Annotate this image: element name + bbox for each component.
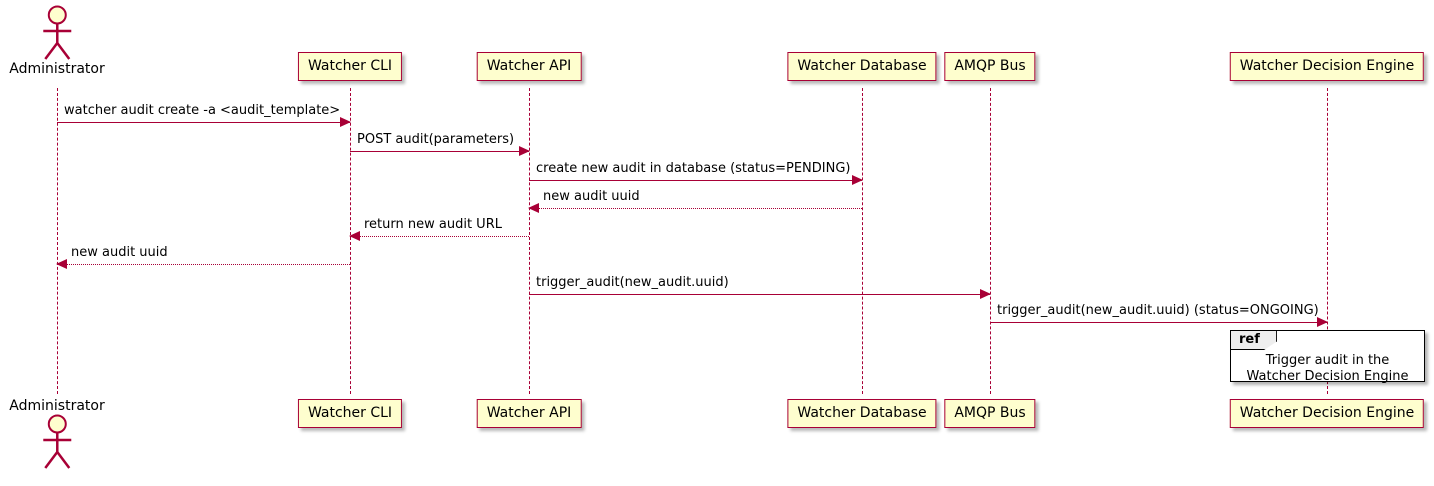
ref-fragment-text: Trigger audit in the Watcher Decision En… — [1231, 353, 1424, 385]
participant-watcher-decision-engine-bottom[interactable]: Watcher Decision Engine — [1229, 399, 1425, 428]
msg-return-new-audit-url-arrowhead-icon — [349, 231, 360, 241]
msg-trigger-audit-bus-label: trigger_audit(new_audit.uuid) — [536, 275, 729, 290]
participant-watcher-database-top[interactable]: Watcher Database — [787, 52, 937, 81]
lifeline-watcher-api — [529, 88, 530, 394]
actor-label-administrator-bottom: Administrator — [9, 398, 105, 414]
msg-create-new-audit-arrowhead-icon — [852, 175, 863, 185]
msg-trigger-audit-engine-line — [990, 322, 1327, 323]
msg-watcher-audit-create-label: watcher audit create -a <audit_template> — [64, 103, 341, 118]
actor-figure-icon — [43, 414, 71, 469]
ref-fragment-line-1: Trigger audit in the — [1265, 353, 1390, 368]
msg-create-new-audit-label: create new audit in database (status=PEN… — [536, 161, 851, 176]
lifeline-watcher-cli — [350, 88, 351, 394]
actor-administrator-bottom[interactable]: Administrator — [9, 398, 105, 470]
actor-figure-icon — [43, 5, 71, 60]
actor-administrator-top[interactable]: Administrator — [9, 5, 105, 77]
participant-amqp-bus-bottom[interactable]: AMQP Bus — [944, 399, 1036, 428]
participant-amqp-bus-top[interactable]: AMQP Bus — [944, 52, 1036, 81]
msg-new-audit-uuid-admin-label: new audit uuid — [71, 245, 168, 260]
msg-trigger-audit-engine-label: trigger_audit(new_audit.uuid) (status=ON… — [997, 303, 1319, 318]
msg-trigger-audit-engine-arrowhead-icon — [1317, 317, 1328, 327]
lifeline-amqp-bus — [990, 88, 991, 394]
participant-watcher-cli-bottom[interactable]: Watcher CLI — [297, 399, 403, 428]
ref-fragment-tab-label: ref — [1231, 331, 1277, 350]
lifeline-watcher-decision-engine — [1327, 88, 1328, 394]
ref-fragment: ref Trigger audit in the Watcher Decisio… — [1230, 330, 1425, 385]
msg-new-audit-uuid-db-line — [529, 208, 862, 209]
msg-create-new-audit-line — [529, 180, 862, 181]
msg-post-audit-arrowhead-icon — [519, 146, 530, 156]
msg-new-audit-uuid-db-arrowhead-icon — [528, 203, 539, 213]
participant-watcher-api-bottom[interactable]: Watcher API — [476, 399, 582, 428]
msg-return-new-audit-url-label: return new audit URL — [364, 217, 502, 232]
participant-watcher-database-bottom[interactable]: Watcher Database — [787, 399, 937, 428]
participant-watcher-api-top[interactable]: Watcher API — [476, 52, 582, 81]
msg-watcher-audit-create-line — [57, 122, 350, 123]
actor-label-administrator: Administrator — [9, 61, 105, 77]
ref-fragment-line-2: Watcher Decision Engine — [1246, 369, 1409, 384]
lifeline-administrator — [57, 88, 58, 394]
msg-trigger-audit-bus-line — [529, 294, 990, 295]
msg-trigger-audit-bus-arrowhead-icon — [980, 289, 991, 299]
msg-new-audit-uuid-admin-arrowhead-icon — [56, 259, 67, 269]
msg-watcher-audit-create-arrowhead-icon — [340, 117, 351, 127]
msg-new-audit-uuid-db-label: new audit uuid — [543, 189, 640, 204]
participant-watcher-decision-engine-top[interactable]: Watcher Decision Engine — [1229, 52, 1425, 81]
participant-watcher-cli-top[interactable]: Watcher CLI — [297, 52, 403, 81]
lifeline-watcher-database — [862, 88, 863, 394]
msg-new-audit-uuid-admin-line — [57, 264, 350, 265]
msg-return-new-audit-url-line — [350, 236, 529, 237]
msg-post-audit-line — [350, 151, 529, 152]
msg-post-audit-label: POST audit(parameters) — [357, 132, 515, 147]
